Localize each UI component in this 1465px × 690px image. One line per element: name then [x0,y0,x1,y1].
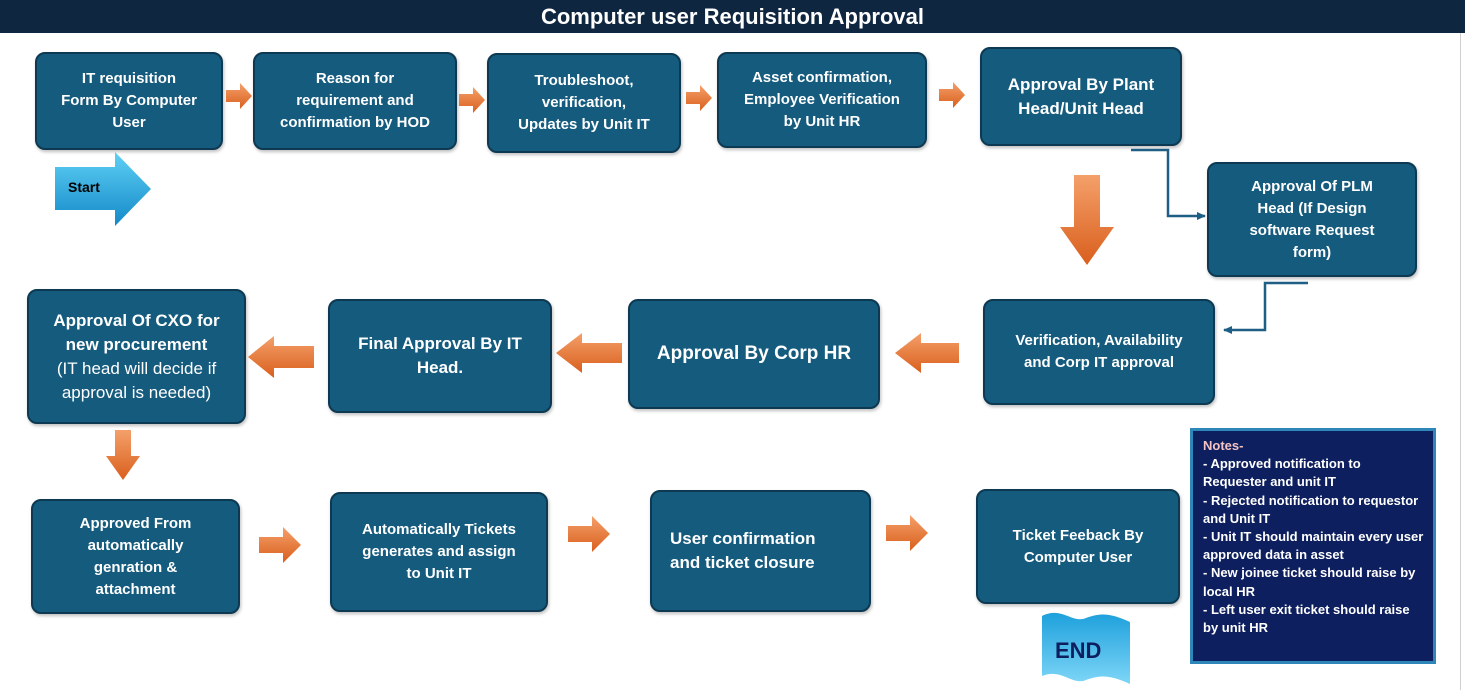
notes-panel: Notes- - Approved notification to Reques… [1190,428,1436,664]
start-label: Start [68,179,100,195]
box-reason-hod: Reason for requirement and confirmation … [253,52,457,150]
arrow-right-icon [568,516,610,552]
notes-item: - Left user exit ticket should raise by … [1203,601,1410,636]
box-cxo-approval: Approval Of CXO for new procurement (IT … [27,289,246,424]
box-user-confirmation: User confirmation and ticket closure [650,490,871,612]
end-wave-icon [1042,612,1130,684]
arrow-left-icon [895,333,959,373]
box-corp-hr-approval: Approval By Corp HR [628,299,880,409]
cxo-note: (IT head will decide if approval is need… [56,358,217,402]
notes-title: Notes- [1203,438,1244,453]
box-verification-corp-it: Verification, Availability and Corp IT a… [983,299,1215,405]
arrow-right-icon [939,82,965,108]
elbow-connector [1131,148,1206,220]
page-border [1460,33,1461,690]
arrow-right-icon [459,87,485,113]
notes-item: - Rejected notification to requestor and… [1203,492,1419,526]
elbow-connector [1223,281,1308,334]
box-final-it-head: Final Approval By IT Head. [328,299,552,413]
notes-item: - Approved notification to Requester and… [1203,456,1361,490]
arrow-right-icon [886,515,928,551]
arrow-left-icon [248,336,314,378]
box-auto-tickets: Automatically Tickets generates and assi… [330,492,548,612]
arrow-down-icon [106,430,140,480]
arrow-right-icon [686,85,712,111]
box-it-requisition-form: IT requisition Form By Computer User [35,52,223,150]
page-title: Computer user Requisition Approval [0,0,1465,33]
box-ticket-feedback: Ticket Feeback By Computer User [976,489,1180,604]
box-troubleshoot: Troubleshoot, verification, Updates by U… [487,53,681,153]
box-asset-confirmation: Asset confirmation, Employee Verificatio… [717,52,927,148]
arrow-down-icon [1060,175,1114,265]
start-arrow-icon [55,152,151,226]
box-auto-generation: Approved From automatically genration & … [31,499,240,614]
notes-item: - Unit IT should maintain every user app… [1203,529,1424,563]
arrow-right-icon [259,527,301,563]
box-plant-head-approval: Approval By Plant Head/Unit Head [980,47,1182,146]
cxo-title: Approval Of CXO for new procurement [53,310,220,354]
notes-item: - New joinee ticket should raise by loca… [1203,565,1416,599]
end-label: END [1055,638,1102,663]
box-plm-head-approval: Approval Of PLM Head (If Design software… [1207,162,1417,277]
arrow-left-icon [556,333,622,373]
arrow-right-icon [226,83,252,109]
